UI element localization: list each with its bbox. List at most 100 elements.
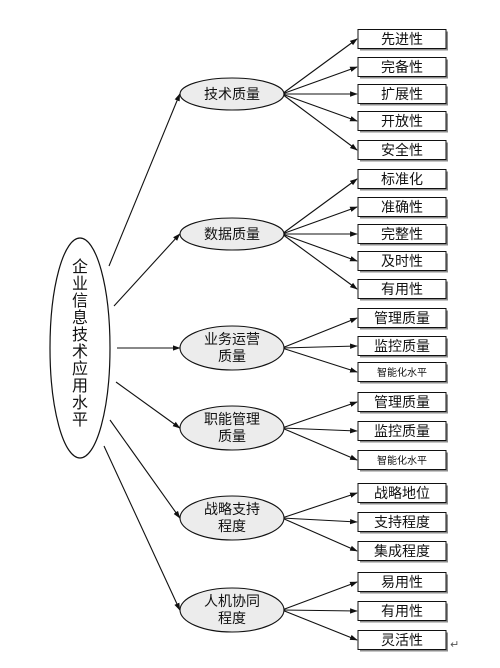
indicator-box: 灵活性 <box>357 630 448 652</box>
indicator-label: 易用性 <box>381 575 423 591</box>
indicator-connector <box>281 343 358 349</box>
indicator-box-frame <box>357 630 447 650</box>
dimension-label: 程度 <box>218 519 246 535</box>
indicator-label: 灵活性 <box>381 633 423 649</box>
indicator-box-frame <box>357 140 447 160</box>
indicator-label: 标准化 <box>381 172 423 188</box>
dimension-label: 数据质量 <box>204 227 260 243</box>
dimension-ellipse <box>179 325 285 371</box>
indicator-box: 战略地位 <box>357 483 448 505</box>
indicator-box: 安全性 <box>357 140 448 162</box>
indicator-connector <box>281 206 358 235</box>
indicator-box-frame <box>357 308 447 328</box>
root-label: 企业信息技术应用水平 <box>72 257 88 429</box>
indicator-box-frame <box>357 572 447 592</box>
indicator-nodes: 先进性完备性扩展性开放性安全性标准化准确性完整性及时性有用性管理质量监控质量智能… <box>357 29 448 652</box>
dimension-label: 业务运营 <box>204 332 260 348</box>
indicator-label: 完备性 <box>381 59 423 76</box>
indicator-connector <box>281 581 358 611</box>
dimension-label: 技术质量 <box>204 87 260 103</box>
indicator-label: 管理质量 <box>374 395 430 411</box>
indicator-connector <box>281 93 358 151</box>
indicator-box: 准确性 <box>357 197 448 219</box>
indicator-box: 完备性 <box>357 57 448 79</box>
indicator-box: 有用性 <box>357 601 448 623</box>
indicator-box-frame <box>357 197 447 217</box>
indicator-box-frame <box>357 57 447 77</box>
indicator-box-frame <box>357 224 447 244</box>
indicator-label: 战略地位 <box>374 486 430 502</box>
indicator-box: 开放性 <box>357 111 448 133</box>
root-connector <box>115 381 181 429</box>
indicator-connector <box>281 517 358 552</box>
paragraph-mark: ↵ <box>450 638 459 651</box>
indicator-box-frame <box>357 541 447 561</box>
indicator-box-frame <box>357 169 447 189</box>
indicator-label: 准确性 <box>381 200 423 216</box>
dimension-node: 技术质量 <box>179 77 285 111</box>
indicator-connector <box>281 317 358 349</box>
root-connector <box>103 445 181 611</box>
dimension-label: 职能管理 <box>204 412 260 428</box>
dimension-label: 战略支持 <box>204 502 260 518</box>
indicator-box-frame <box>357 392 447 412</box>
indicator-connector <box>281 66 358 95</box>
indicator-box-frame <box>357 336 447 356</box>
indicator-box: 有用性 <box>357 279 448 301</box>
indicator-box: 智能化水平 <box>357 450 448 472</box>
indicator-label: 扩展性 <box>381 87 423 103</box>
root-connector <box>113 233 181 307</box>
dimension-ellipse <box>179 77 285 111</box>
indicator-label: 先进性 <box>381 32 423 48</box>
indicator-label: 有用性 <box>381 604 423 620</box>
indicator-box: 智能化水平 <box>357 362 448 384</box>
dimension-ellipse <box>179 495 285 541</box>
indicator-connector <box>281 401 358 429</box>
indicator-connector <box>281 347 358 373</box>
indicator-box: 标准化 <box>357 169 448 191</box>
dimension-label: 程度 <box>218 611 246 627</box>
dimension-label: 人机协同 <box>204 594 260 610</box>
indicator-box: 集成程度 <box>357 541 448 563</box>
indicator-connector <box>281 178 358 235</box>
dimension-label: 质量 <box>218 429 246 445</box>
indicator-box-frame <box>357 251 447 271</box>
indicator-box-frame <box>357 29 447 49</box>
indicator-label: 智能化水平 <box>377 366 427 379</box>
indicator-box: 监控质量 <box>357 336 448 358</box>
indicator-label: 管理质量 <box>374 311 430 327</box>
indicator-connector <box>281 517 358 525</box>
connector-lines <box>103 38 358 641</box>
indicator-box-frame <box>357 362 447 382</box>
indicator-box: 管理质量 <box>357 392 448 414</box>
indicator-label: 有用性 <box>381 282 423 298</box>
indicator-connector <box>281 233 358 290</box>
indicator-label: 监控质量 <box>374 424 430 440</box>
dimension-label: 质量 <box>218 349 246 365</box>
indicator-box: 及时性 <box>357 251 448 273</box>
indicator-connector <box>281 233 358 262</box>
indicator-label: 集成程度 <box>374 543 430 560</box>
indicator-box-frame <box>357 279 447 299</box>
root-connector <box>109 419 181 519</box>
indicator-box: 管理质量 <box>357 308 448 330</box>
indicator-box: 先进性 <box>357 29 448 51</box>
indicator-connector <box>281 427 358 461</box>
dimension-ellipse <box>179 405 285 451</box>
indicator-label: 完整性 <box>381 227 423 243</box>
indicator-label: 安全性 <box>381 142 423 159</box>
dimension-ellipse <box>179 587 285 633</box>
indicator-connector <box>281 609 358 641</box>
indicator-label: 支持程度 <box>374 515 430 531</box>
indicator-label: 智能化水平 <box>377 454 427 467</box>
indicator-box: 完整性 <box>357 224 448 246</box>
indicator-label: 及时性 <box>381 254 423 270</box>
indicator-box-frame <box>357 601 447 621</box>
indicator-box-frame <box>357 111 447 131</box>
